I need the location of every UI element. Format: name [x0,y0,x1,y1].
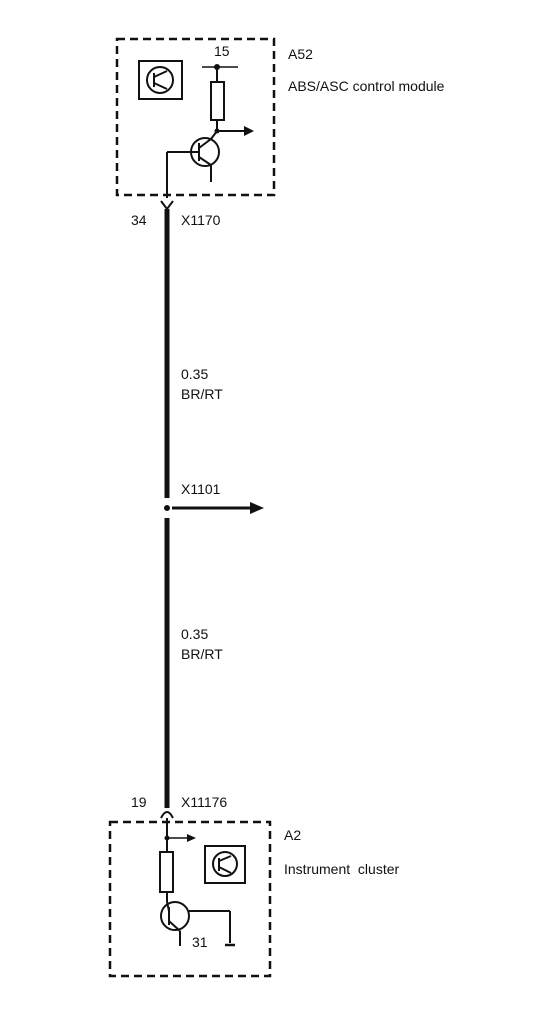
splice-dot [164,505,170,511]
transistor-icon [167,130,220,182]
ground-pin-label: 31 [192,934,208,950]
wire-lower-gauge: 0.35 [181,626,209,642]
top-module-name: ABS/ASC control module [288,78,445,94]
connector-bottom-pin: 19 [131,794,147,810]
top-module-code: A52 [288,46,313,62]
connector-top-name: X1170 [181,212,221,228]
transistor-icon-2 [160,901,231,946]
wire-lower-color: BR/RT [181,646,223,662]
connector-top-icon [160,200,174,211]
bottom-module-name: Instrument cluster [284,861,400,877]
control-unit-icon [138,60,183,100]
connector-top-pin: 34 [131,212,147,228]
arrow-right-icon-2 [187,834,196,842]
top-module-box [115,37,276,197]
resistor-icon [210,81,225,121]
control-unit-icon-2 [204,845,246,884]
bottom-module-box [108,820,272,978]
splice-arrow-icon [250,502,264,514]
splice-name: X1101 [181,481,221,497]
arrow-right-icon [244,126,254,136]
wire-upper-color: BR/RT [181,386,223,402]
supply-pin-label: 15 [214,43,230,59]
connector-bottom-name: X11176 [181,794,228,810]
resistor-icon-2 [159,851,174,893]
wire-upper-gauge: 0.35 [181,366,209,382]
connector-bottom-icon [160,811,174,819]
bottom-module-code: A2 [284,827,302,843]
